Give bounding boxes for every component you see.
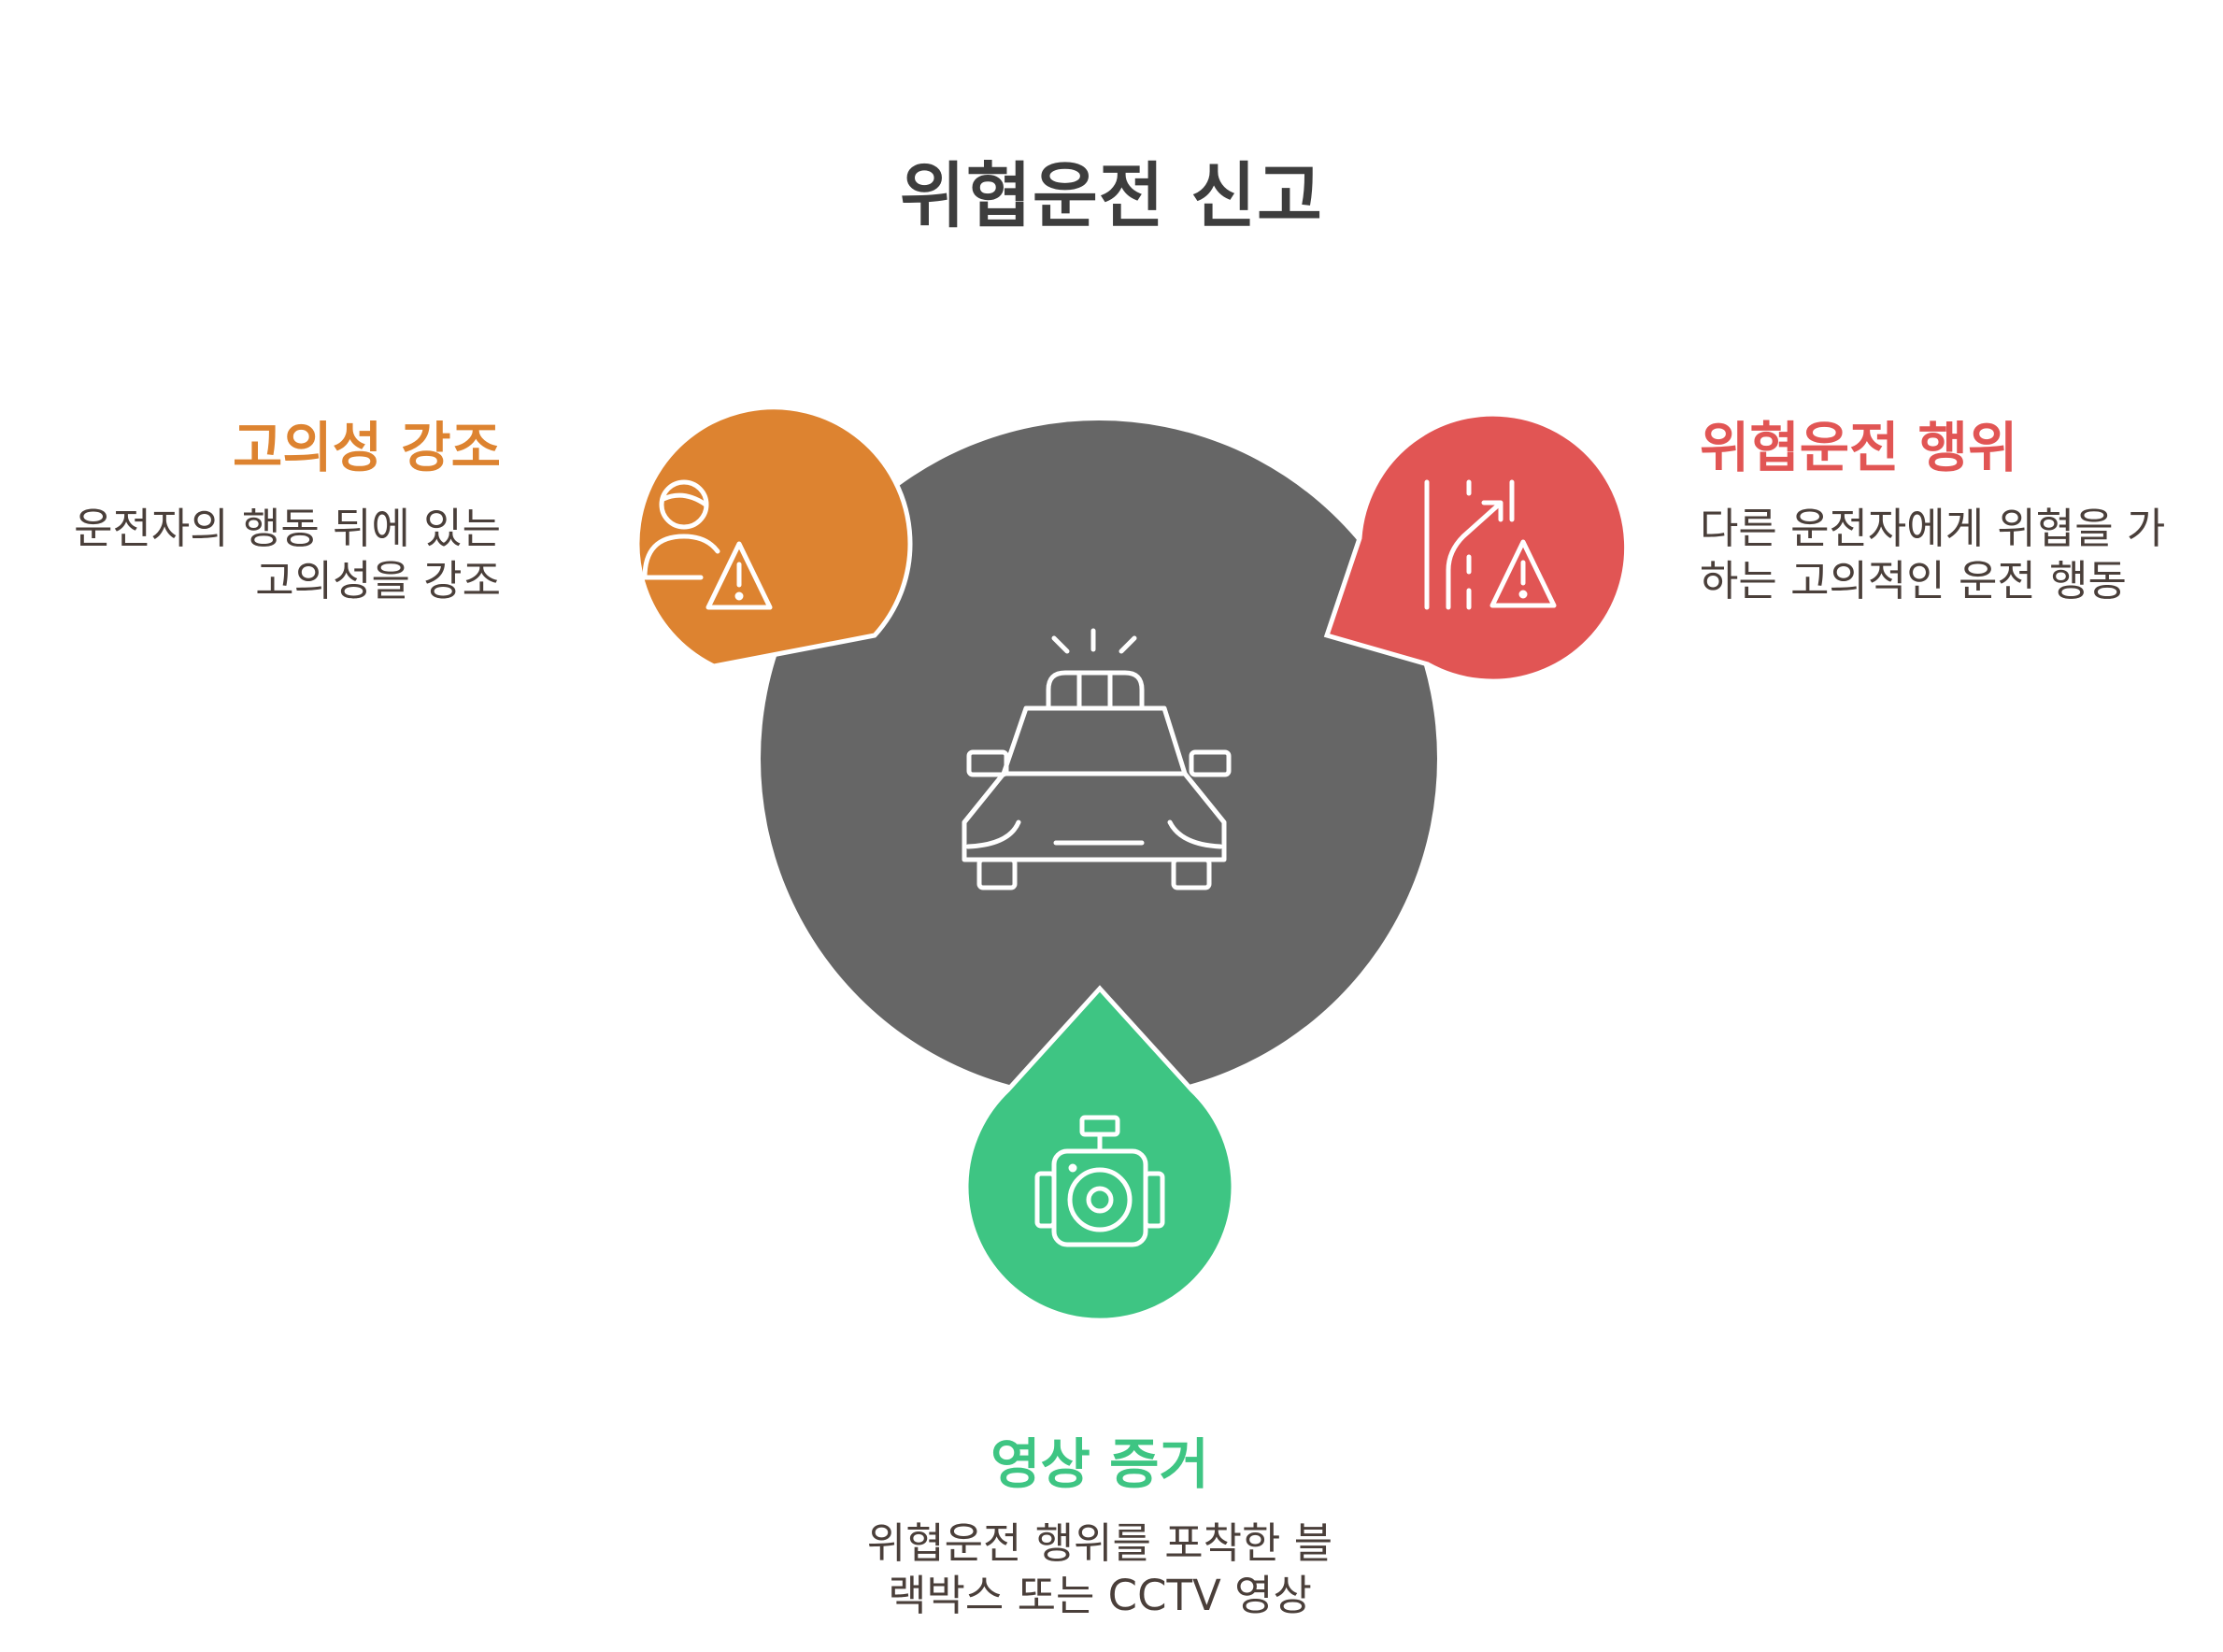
red-drop [1323,411,1630,684]
desc-video-evidence-line-1: 위협운전 행위를 포착한 블 [866,1518,1333,1568]
orange-drop [634,405,913,669]
desc-video-evidence-line-2: 랙박스 또는 CCTV 영상 [888,1571,1312,1620]
desc-video-evidence: 위협운전 행위를 포착한 블 랙박스 또는 CCTV 영상 [726,1517,1474,1622]
page-title: 위협운전 신고 [900,154,1323,237]
center-circle [761,420,1437,1097]
road-warning-icon [1424,479,1557,610]
desc-threatening-act-line-1: 다른 운전자에게 위협을 가 [1700,504,2166,553]
desc-threatening-act: 다른 운전자에게 위협을 가 하는 고의적인 운전 행동 [1700,503,2165,607]
desc-intent: 운전자의 행동 뒤에 있는 고의성을 강조 [74,503,501,607]
label-video-evidence: 영상 증거 [990,1432,1209,1496]
desc-intent-line-2: 고의성을 강조 [255,556,501,605]
label-threatening-act: 위협운전 행위 [1700,416,2018,479]
dashcam-icon [1034,1115,1165,1247]
label-intent: 고의성 강조 [233,416,501,479]
green-drop [963,985,1236,1323]
police-car-icon [962,628,1232,890]
desc-threatening-act-line-2: 하는 고의적인 운전 행동 [1700,556,2127,605]
person-warning-icon [642,479,773,610]
desc-intent-line-1: 운전자의 행동 뒤에 있는 [74,504,501,553]
